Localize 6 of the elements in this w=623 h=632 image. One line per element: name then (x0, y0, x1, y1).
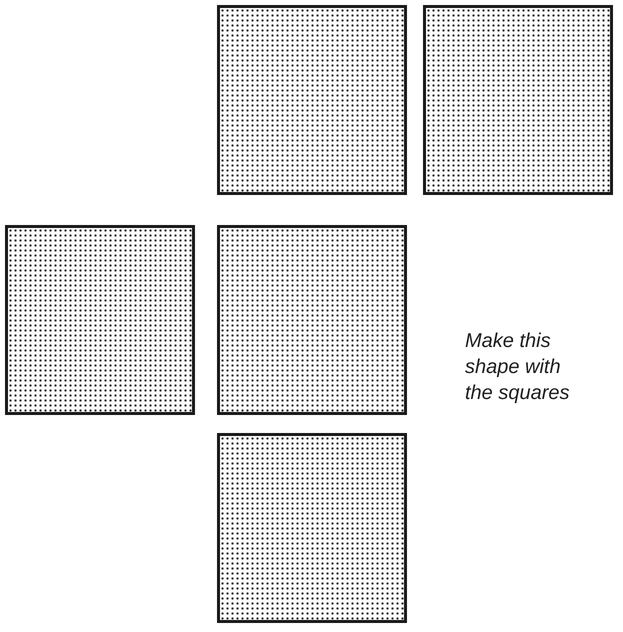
stippled-square (5, 225, 195, 415)
stippled-square (423, 5, 613, 195)
instruction-text: Make this shape with the squares (465, 329, 571, 406)
stippled-square (217, 5, 407, 195)
stippled-square (217, 433, 407, 623)
stippled-square (217, 225, 407, 415)
